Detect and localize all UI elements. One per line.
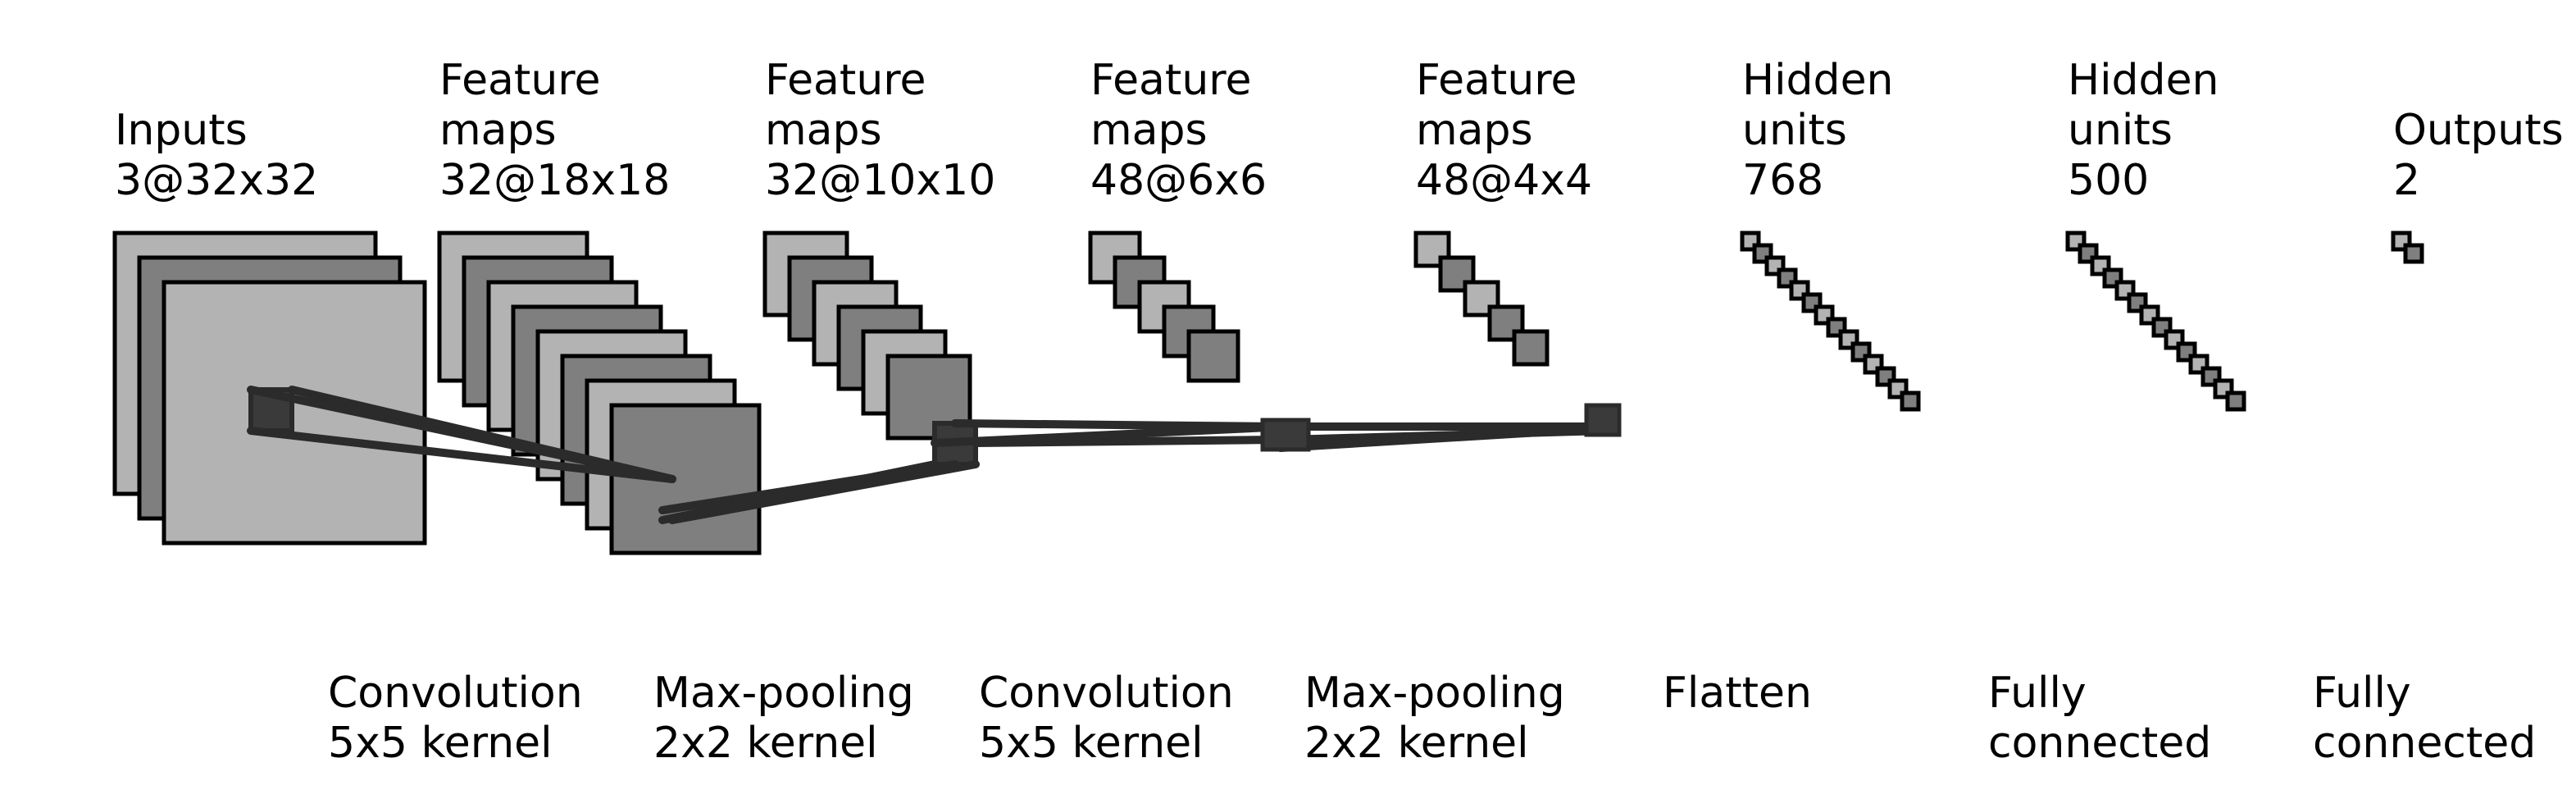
connector-line bbox=[1277, 424, 1611, 452]
layer-title-line: Outputs bbox=[2393, 106, 2564, 155]
feature-map-square bbox=[1186, 329, 1240, 383]
layer-title-line: Inputs bbox=[115, 106, 248, 155]
layer-title-line: 32@18x18 bbox=[439, 156, 670, 205]
operation-label-line: Convolution bbox=[979, 669, 1234, 718]
layer-title-line: maps bbox=[1416, 106, 1533, 155]
layer-title-line: maps bbox=[439, 106, 557, 155]
layer-title-line: units bbox=[1742, 106, 1847, 155]
layer-stack-8 bbox=[2391, 231, 2424, 264]
operation-label-line: Convolution bbox=[328, 669, 583, 718]
layer-title-line: 48@6x6 bbox=[1090, 156, 1267, 205]
pooled-patch bbox=[1584, 403, 1622, 437]
operation-label-line: connected bbox=[2313, 719, 2536, 768]
layer-title-line: 32@10x10 bbox=[765, 156, 995, 205]
layer-title-line: 768 bbox=[1742, 156, 1823, 205]
operation-label-line: 2x2 kernel bbox=[1304, 719, 1529, 768]
layer-title-line: 2 bbox=[2393, 156, 2420, 205]
layer-title-line: Feature bbox=[1416, 56, 1577, 105]
layer-title-line: 3@32x32 bbox=[115, 156, 318, 205]
layer-stack-2 bbox=[437, 231, 762, 555]
operation-label-line: 2x2 kernel bbox=[653, 719, 878, 768]
operation-label-line: 5x5 kernel bbox=[979, 719, 1204, 768]
operation-label-line: Max-pooling bbox=[653, 669, 914, 718]
layer-stacks bbox=[112, 231, 2424, 555]
layer-title-line: Hidden bbox=[1742, 56, 1894, 105]
layer-stack-6 bbox=[1740, 231, 1921, 412]
connector-line bbox=[658, 460, 939, 524]
layer-title-line: Feature bbox=[765, 56, 926, 105]
feature-map-square bbox=[1413, 231, 1451, 268]
operation-label-line: Fully bbox=[2313, 669, 2411, 718]
layer-title-line: Hidden bbox=[2068, 56, 2219, 105]
operation-label-line: Flatten bbox=[1663, 669, 1812, 718]
feature-map-square bbox=[2403, 243, 2424, 264]
layer-title-line: Feature bbox=[439, 56, 601, 105]
layer-title-line: Feature bbox=[1090, 56, 1252, 105]
layer-stack-4 bbox=[1088, 231, 1240, 383]
feature-map-square bbox=[1900, 390, 1921, 412]
connector-line bbox=[288, 386, 676, 483]
layer-stack-7 bbox=[2065, 231, 2246, 412]
operation-label-line: Fully bbox=[1988, 669, 2087, 718]
operation-label-line: connected bbox=[1988, 719, 2211, 768]
feature-map-square bbox=[609, 403, 762, 555]
connector-line bbox=[931, 422, 1291, 447]
operation-label-line: Max-pooling bbox=[1304, 669, 1565, 718]
layer-stack-3 bbox=[762, 231, 972, 441]
layer-title-line: units bbox=[2068, 106, 2173, 155]
layer-title-line: maps bbox=[765, 106, 882, 155]
layer-titles: Inputs3@32x32Featuremaps32@18x18Featurem… bbox=[115, 56, 2564, 205]
layer-stack-5 bbox=[1413, 231, 1550, 367]
layer-title-line: maps bbox=[1090, 106, 1208, 155]
feature-map-square bbox=[1512, 329, 1550, 367]
pooled-patch bbox=[1260, 418, 1311, 452]
connectors bbox=[247, 386, 1622, 524]
connector-line bbox=[247, 427, 676, 483]
feature-map-square bbox=[2225, 390, 2246, 412]
layer-title-line: 48@4x4 bbox=[1416, 156, 1592, 205]
operation-label-line: 5x5 kernel bbox=[328, 719, 553, 768]
layer-title-line: 500 bbox=[2068, 156, 2149, 205]
